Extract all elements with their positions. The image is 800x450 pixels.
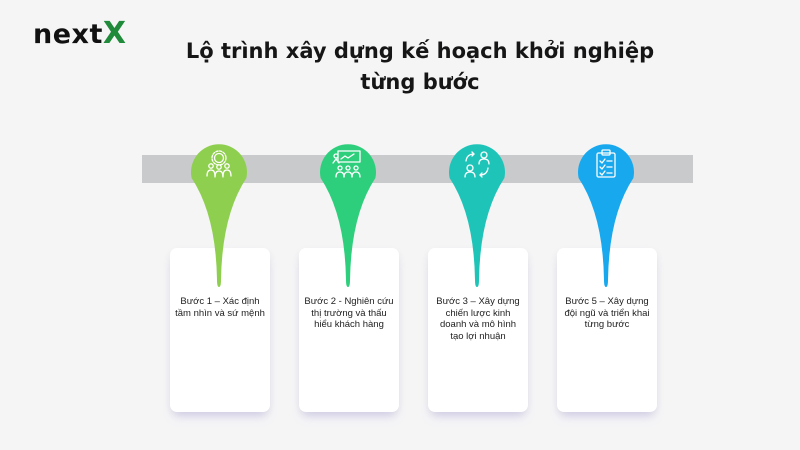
pin-shape-1 [191, 144, 248, 287]
step-pin-2 [320, 144, 376, 287]
step-pin-1 [191, 144, 248, 287]
page-title: Lộ trình xây dựng kế hoạch khởi nghiệp t… [150, 36, 690, 98]
brand-logo: nextX [33, 16, 127, 51]
pin-shape-2 [320, 144, 376, 287]
step-label-4: Bước 5 – Xây dựng đội ngũ và triển khai … [564, 296, 650, 330]
step-label-1: Bước 1 – Xác định tầm nhìn và sứ mệnh [175, 296, 265, 319]
pin-shape-3 [449, 144, 505, 287]
clipboard-checklist-icon [596, 149, 616, 178]
brand-name: next [33, 19, 103, 50]
step-pin-3 [449, 144, 505, 287]
team-gears-icon [206, 150, 232, 178]
title-line-2: từng bước [360, 70, 480, 94]
step-label-3: Bước 3 – Xây dựng chiến lược kinh doanh … [436, 296, 520, 342]
step-label-2: Bước 2 - Nghiên cứu thị trường và thấu h… [304, 296, 394, 330]
brand-accent: X [102, 16, 127, 51]
step-pin-4 [578, 144, 634, 287]
pin-shape-4 [578, 144, 634, 287]
step-card-2: Bước 2 - Nghiên cứu thị trường và thấu h… [299, 248, 399, 412]
title-line-1: Lộ trình xây dựng kế hoạch khởi nghiệp [185, 39, 655, 63]
people-exchange-icon [464, 151, 490, 178]
step-card-3: Bước 3 – Xây dựng chiến lược kinh doanh … [428, 248, 528, 412]
presentation-audience-icon [332, 150, 361, 178]
